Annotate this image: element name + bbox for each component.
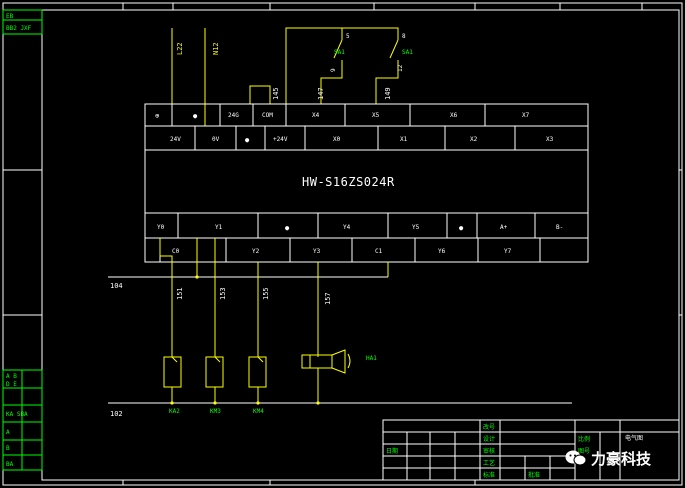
title-cell-5: 标准: [483, 471, 495, 479]
terminal-ground: ⊕: [155, 112, 160, 120]
rail-label-top: 104: [110, 282, 123, 290]
terminal-x0: X0: [333, 136, 341, 143]
coil-label-ka2: KA2: [169, 408, 180, 415]
terminal-x6: X6: [450, 112, 458, 119]
terminal-dot-4: ●: [459, 224, 464, 232]
terminal-y4: Y4: [343, 224, 351, 231]
wire-label-157: 157: [324, 292, 332, 305]
terminal-b-minus: B-: [556, 224, 563, 231]
common-wires: [195, 238, 389, 279]
terminal-y1: Y1: [215, 224, 223, 231]
power-rails: 104 102: [108, 276, 572, 418]
title-cell-1: 改号: [483, 423, 495, 431]
coil-label-km4: KM4: [253, 408, 264, 415]
switch-1-top-label: 5: [346, 33, 350, 40]
terminal-dot-3: ●: [285, 224, 290, 232]
terminal-c1: C1: [375, 248, 383, 255]
switch-circuits: 5 9 8 12 147 149 SA1 SA1 145: [249, 27, 413, 104]
switch-1-bottom-label: 9: [330, 68, 337, 72]
terminal-x1: X1: [400, 136, 408, 143]
title-cell-7: 日期: [386, 447, 398, 455]
buzzer-ha1: HA1: [301, 349, 377, 403]
watermark: 力豪科技: [565, 447, 651, 469]
switch-2-bottom-label: 12: [397, 64, 404, 72]
wire-label-145: 145: [272, 87, 280, 100]
switch-1-contact: [333, 39, 343, 59]
margin-label-3: KA SBA: [6, 411, 28, 418]
rail-label-bottom: 102: [110, 410, 123, 418]
margin-label-6: BA: [6, 461, 14, 468]
wire-label-l22: L22: [176, 42, 184, 55]
margin-label-2: D E: [6, 381, 17, 388]
margin-label-4: A: [6, 429, 10, 436]
title-cell-4: 工艺: [483, 459, 495, 467]
coil-km3: KM3: [205, 356, 224, 415]
terminal-x3: X3: [546, 136, 554, 143]
coil-label-km3: KM3: [210, 408, 221, 415]
wire-label-153: 153: [219, 287, 227, 300]
terminal-y7: Y7: [504, 248, 512, 255]
plc-model-label: HW-S16ZS024R: [302, 175, 395, 189]
left-margin-table: A B D E KA SBA A B BA: [2, 369, 43, 471]
title-cell-10: 图号: [578, 448, 590, 455]
terminal-plus24v: +24V: [273, 136, 288, 143]
terminal-dot-1: ●: [193, 112, 198, 120]
coil-km4: KM4: [248, 356, 267, 415]
title-cell-9: 比例: [578, 435, 590, 443]
wire-label-n12: N12: [212, 42, 220, 55]
terminal-a-plus: A+: [500, 224, 508, 231]
terminal-24v: 24V: [170, 136, 181, 143]
chat-logo-icon: [565, 450, 587, 466]
title-cell-3: 审核: [483, 447, 495, 455]
plc-module: ⊕ ● 24G COM X4 X5 X6 X7 24V 0V ● +24V X0…: [144, 103, 589, 263]
watermark-text: 力豪科技: [591, 449, 652, 468]
terminal-c0: C0: [172, 248, 180, 255]
switch-2-contact: [389, 39, 399, 59]
terminal-y5: Y5: [412, 224, 420, 231]
margin-label-1: A B: [6, 373, 17, 380]
revision-label-1: EB: [6, 13, 14, 20]
wire-label-149: 149: [384, 87, 392, 100]
title-cell-2: 设计: [483, 435, 495, 443]
buzzer-label: HA1: [366, 355, 377, 362]
title-cell-8: 电气图: [625, 434, 643, 442]
output-wires: 151 153 155 157: [159, 238, 332, 357]
wire-label-155: 155: [262, 287, 270, 300]
wire-label-151: 151: [176, 287, 184, 300]
title-block: 改号 设计 审核 工艺 标准 批准 日期 电气图 比例 图号: [382, 419, 680, 481]
terminal-y0: Y0: [157, 224, 165, 231]
terminal-x7: X7: [522, 112, 530, 119]
switch-1-tag: SA1: [334, 49, 345, 56]
coil-ka2: KA2: [163, 356, 182, 415]
title-cell-6: 批准: [528, 471, 540, 479]
terminal-x5: X5: [372, 112, 380, 119]
revision-label-2: BB2 JXF: [6, 25, 32, 32]
terminal-com: COM: [262, 112, 273, 119]
margin-label-5: B: [6, 445, 10, 452]
terminal-x4: X4: [312, 112, 320, 119]
terminal-y2: Y2: [252, 248, 260, 255]
wire-label-147: 147: [317, 87, 325, 100]
revision-block: EB BB2 JXF: [2, 9, 43, 35]
terminal-24g: 24G: [228, 112, 239, 119]
terminal-dot-2: ●: [245, 136, 250, 144]
terminal-0v: 0V: [212, 136, 220, 143]
terminal-x2: X2: [470, 136, 478, 143]
switch-2-top-label: 8: [402, 33, 406, 40]
terminal-y3: Y3: [313, 248, 321, 255]
switch-2-tag: SA1: [402, 49, 413, 56]
terminal-y6: Y6: [438, 248, 446, 255]
